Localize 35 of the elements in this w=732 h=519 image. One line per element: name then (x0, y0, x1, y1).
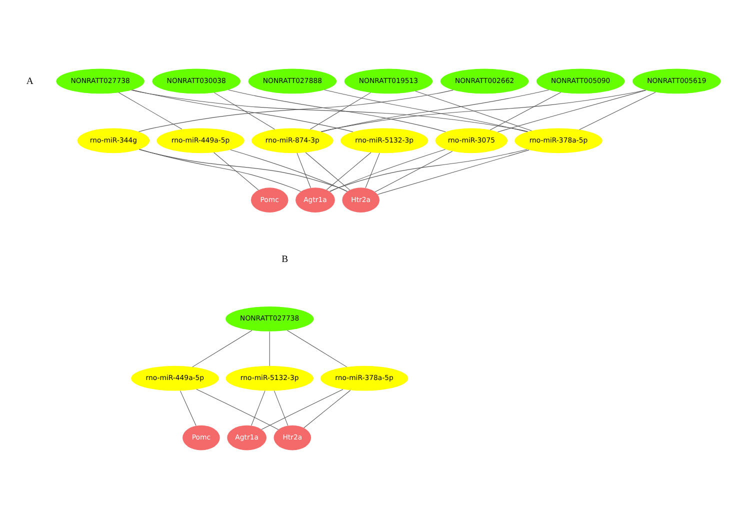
connector (196, 388, 279, 430)
connector (579, 92, 656, 130)
connector (415, 90, 532, 132)
connector (365, 152, 380, 188)
connector (374, 151, 453, 192)
connector (310, 92, 371, 130)
connector (497, 90, 646, 132)
connector (139, 148, 302, 192)
connector (230, 150, 348, 192)
label: B (282, 254, 288, 266)
connector (118, 92, 182, 130)
connector (490, 92, 562, 130)
connector (180, 390, 196, 426)
connector (377, 150, 530, 195)
connector (251, 390, 266, 426)
connector (192, 330, 252, 368)
connector (286, 330, 348, 368)
connector (228, 90, 446, 132)
connector (269, 331, 270, 366)
connector (330, 149, 446, 192)
connector (138, 90, 454, 132)
connector (296, 152, 311, 188)
connector (305, 152, 350, 190)
connector (214, 92, 275, 130)
connector (274, 390, 288, 426)
connector (131, 90, 528, 132)
connector (329, 149, 528, 192)
connector (214, 152, 259, 190)
connector (304, 390, 351, 428)
connector (132, 90, 354, 132)
label: A (26, 76, 34, 87)
connector (326, 152, 372, 190)
connector (320, 90, 646, 132)
connector (138, 149, 348, 192)
connector (261, 389, 344, 430)
